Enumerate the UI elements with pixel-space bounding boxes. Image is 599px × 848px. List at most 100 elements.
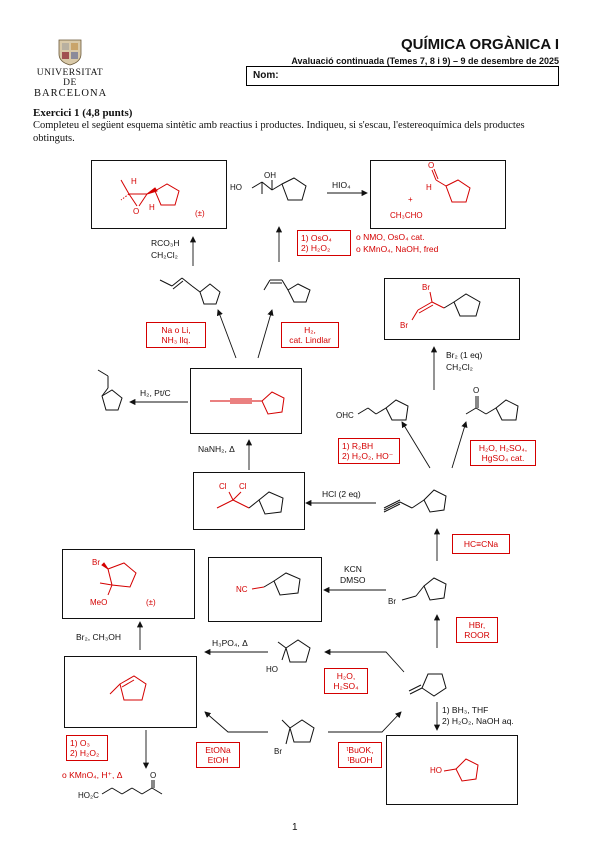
reagent-o3: 1) O₃ [70, 738, 90, 748]
reagent-na-li: Na o Li, [161, 325, 191, 335]
reagent-hcl-2eq: HCl (2 eq) [322, 489, 361, 499]
tertiary-bromide-br: Br [274, 747, 282, 756]
arrow-hofmann [328, 711, 402, 733]
diol-oh: OH [264, 171, 276, 180]
reagent-hccna: HC≡CNa [463, 539, 499, 549]
dihydroxylation-reagent-box: 1) OsO₄ 2) H₂O₂ [297, 230, 351, 256]
acid-hydration-reagent-box: H₂O, H₂SO₄ [324, 668, 368, 694]
aldehyde-chain-structure: OHC [336, 399, 409, 421]
primary-bromide-br: Br [388, 597, 396, 606]
nitrile-box [208, 557, 322, 622]
reagent-hbr: HBr, [468, 620, 486, 630]
diol-ho: HO [230, 183, 242, 192]
aldehyde-h: H [426, 183, 432, 192]
name-label: Nom: [253, 70, 279, 81]
vinyl-br-top: Br [422, 283, 430, 292]
keto-acid-ho2c: HO₂C [78, 791, 99, 800]
reagent-roor: ROOR [464, 630, 490, 640]
epoxide-h-bottom: H [149, 203, 155, 212]
tertiary-alcohol-structure: HO [266, 639, 311, 674]
aldehyde-structure: O H + CH₃CHO [390, 161, 471, 220]
reagent-hgso4: HgSO₄ cat. [481, 453, 525, 463]
lindlar-reagent-box: H₂, cat. Lindlar [281, 322, 339, 348]
propylcyclopentane-structure [97, 369, 123, 411]
trisubstituted-alkene-box [64, 656, 197, 728]
name-field[interactable]: Nom: [246, 66, 559, 86]
university-name-line2: BARCELONA [34, 88, 108, 99]
epoxide-h-top: H [131, 177, 137, 186]
reagent-hio4: HIO₄ [332, 180, 351, 190]
reagent-bh3: 1) BH₃, THF [442, 705, 489, 715]
reagent-rco3h: RCO₃H [151, 238, 180, 248]
primary-alcohol-structure: HO [430, 758, 479, 782]
methylenecyclopentane-structure [408, 673, 447, 697]
reagent-nanh2: NaNH₂, Δ [198, 444, 235, 454]
ozonolysis-reagent-box: 1) O₃ 2) H₂O₂ [66, 735, 108, 761]
arrow-zaitsev [204, 711, 268, 733]
dichloride-cl-1: Cl [219, 482, 227, 491]
reagent-h2o-h2so4: H₂O, H₂SO₄, [478, 443, 528, 453]
reagent-h2so4: H₂SO₄ [333, 681, 359, 691]
reagent-h2o2-oz: 2) H₂O₂ [70, 748, 100, 758]
hydroboration-reagent-box: 1) R₂BH 2) H₂O₂, HO⁻ [338, 438, 400, 464]
reagent-br2-1eq: Br₂ (1 eq) [446, 350, 483, 360]
bromoether-structure: Br MeO (±) [90, 558, 156, 607]
keto-acid-o: O [150, 771, 156, 780]
epoxide-o: O [133, 207, 139, 216]
internal-alkyne-structure [210, 391, 285, 415]
arrow-markovnikov-hydration [324, 648, 405, 673]
reagent-nh3: NH₃ llq. [161, 335, 191, 345]
reagent-ch2cl2: CH₂Cl₂ [151, 250, 178, 260]
keto-acid-structure: HO₂C O [78, 771, 163, 800]
aldehyde-plus: + [408, 195, 413, 204]
aldehyde-chain-ohc: OHC [336, 411, 354, 420]
primary-bromide-structure: Br [388, 577, 447, 606]
reagent-h3po4: H₃PO₄, Δ [212, 638, 248, 648]
university-seal-icon [58, 39, 82, 66]
alcohol-ho: HO [266, 665, 278, 674]
bromoether-meo: MeO [90, 598, 107, 607]
exam-subtitle: Avaluació continuada (Temes 7, 8 i 9) – … [291, 56, 559, 66]
e-alkene-structure [159, 277, 221, 305]
arrow-mercury-hydration [451, 421, 468, 469]
nitrile-structure: NC [236, 572, 301, 596]
arrow-dissolving-metal [216, 309, 237, 359]
trisubstituted-alkene-structure [109, 675, 147, 701]
geminal-dichloride-structure: Cl Cl [216, 482, 284, 515]
ketone-structure: O [465, 386, 519, 421]
nitrile-nc: NC [236, 585, 248, 594]
reagent-kmno4-acid: o KMnO₄, H⁺, Δ [62, 770, 123, 780]
reagent-etoh: EtOH [207, 755, 229, 765]
hbr-peroxide-reagent-box: HBr, ROOR [456, 617, 498, 643]
dichloride-cl-2: Cl [239, 482, 247, 491]
reagent-h2o2-naoh: 2) H₂O₂, NaOH aq. [442, 716, 514, 726]
exercise-instructions: Completeu el següent esquema sintètic am… [33, 120, 525, 144]
aldehyde-ch3cho: CH₃CHO [390, 211, 423, 220]
mercury-hydration-reagent-box: H₂O, H₂SO₄, HgSO₄ cat. [470, 440, 536, 466]
zaitsev-reagent-box: EtONa EtOH [196, 742, 240, 768]
ketone-o: O [473, 386, 479, 395]
reagent-ch2cl2-b: CH₂Cl₂ [446, 362, 473, 372]
university-logo: UNIVERSITAT DE BARCELONA [34, 38, 106, 99]
primary-alcohol-ho: HO [430, 766, 442, 775]
terminal-alkyne-structure [383, 489, 447, 513]
geminal-dichloride-box [193, 472, 305, 530]
diol-structure: HO OH [230, 171, 307, 201]
reagent-tbuoh: ᵗBuOH [347, 755, 373, 765]
vinyl-br-bottom: Br [400, 321, 408, 330]
university-name-line1: UNIVERSITAT DE [36, 68, 104, 88]
bromoether-box [62, 549, 195, 619]
reagent-oso4: 1) OsO₄ [301, 233, 332, 243]
reagent-lindlar: cat. Lindlar [289, 335, 331, 345]
reagent-r2bh: 1) R₂BH [342, 441, 374, 451]
course-title: QUÍMICA ORGÀNICA I [400, 36, 559, 53]
bromoether-br: Br [92, 558, 100, 567]
arrow-lindlar [257, 309, 274, 359]
primary-alcohol-box [386, 735, 518, 805]
reagent-h2o: H₂O, [336, 671, 356, 681]
reagent-kcn: KCN [344, 564, 362, 574]
epoxide-product-box [91, 160, 227, 229]
reagent-nmo: o NMO, OsO₄ cat. [356, 232, 425, 242]
epoxide-racemic: (±) [195, 209, 205, 218]
arrow-hydroboration-alkyne [401, 421, 431, 469]
